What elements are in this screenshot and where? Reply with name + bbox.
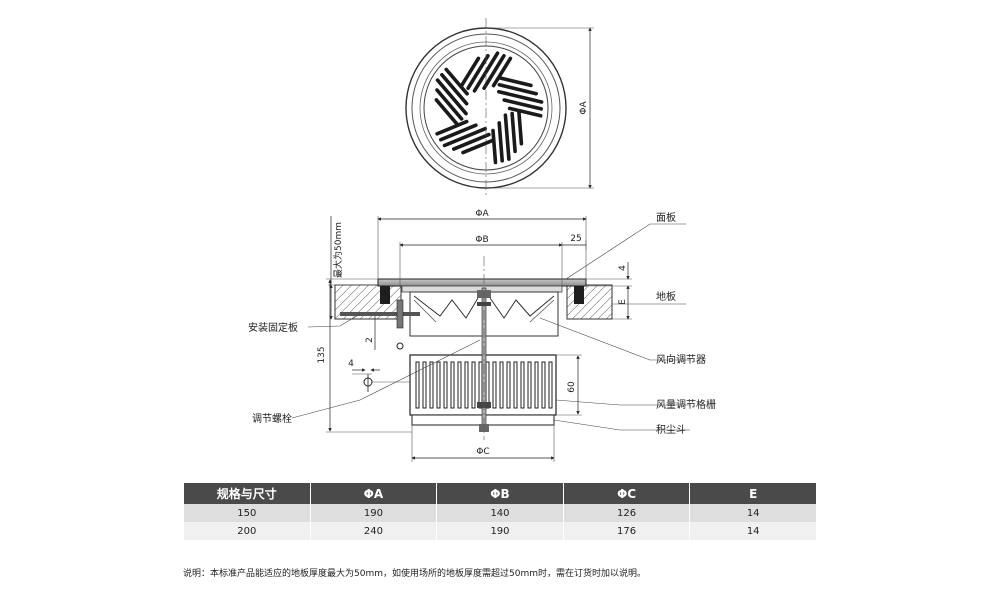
slot	[517, 110, 524, 146]
table-cell: 190	[310, 504, 437, 522]
slot	[491, 56, 513, 88]
slot	[497, 76, 533, 88]
table-cell: 176	[563, 522, 690, 540]
slot	[502, 98, 544, 111]
grille-bar	[464, 361, 469, 409]
dim-a-top-label: ΦA	[475, 209, 489, 219]
grille-bar	[429, 361, 434, 409]
grille-bar	[534, 361, 539, 409]
table-cell: 190	[437, 522, 563, 540]
dim-135-label: 135	[317, 346, 327, 363]
dim-4-right-label: 4	[618, 265, 628, 271]
slot	[482, 53, 506, 90]
grille-bar	[436, 361, 441, 409]
floor-slab-right	[566, 284, 613, 320]
grille-bar	[450, 361, 455, 409]
dim-c-label: ΦC	[476, 447, 489, 457]
grille-bar	[541, 361, 546, 409]
table-header-cell: 规格与尺寸	[184, 483, 310, 504]
mount-plate-label: 安装固定板	[248, 321, 298, 334]
slot	[435, 119, 469, 136]
swirl-slots	[434, 51, 544, 165]
table-header-cell: ΦB	[437, 483, 563, 504]
grille-bar	[499, 361, 504, 409]
table-header-cell: ΦC	[563, 483, 690, 504]
slot	[496, 89, 544, 104]
grille-bar	[506, 361, 511, 409]
table-header-cell: E	[690, 483, 816, 504]
slot	[461, 138, 495, 155]
slot	[440, 73, 469, 106]
note-text: 说明：本标准产品能适应的地板厚度最大为50mm，如使用场所的地板厚度需超过50m…	[183, 569, 646, 579]
slot	[507, 106, 543, 118]
grille-bar	[492, 361, 497, 409]
grille-bar	[527, 361, 532, 409]
slot	[497, 83, 539, 96]
panel-plate	[377, 278, 587, 287]
slot	[503, 113, 511, 161]
dim-b-label: ΦB	[475, 235, 488, 245]
dim-max-label: 最大为50mm	[332, 222, 344, 278]
dim-a-side-label: ΦA	[579, 101, 589, 115]
table-cell: 126	[563, 504, 690, 522]
slot	[491, 128, 498, 165]
screw-label: 调节螺栓	[252, 412, 292, 425]
slot	[434, 98, 460, 127]
grille-bar	[471, 361, 476, 409]
slot	[442, 126, 488, 148]
grille-bar	[478, 361, 483, 409]
table-header-cell: ΦA	[310, 483, 437, 504]
dim-4-left-label: 4	[348, 359, 354, 369]
dim-2-label: 2	[365, 337, 375, 343]
dim-e-label: E	[618, 299, 628, 305]
slot	[497, 121, 505, 163]
table-cell: 200	[184, 522, 310, 540]
panel-label: 面板	[656, 211, 676, 224]
slot	[510, 111, 517, 154]
table-cell: 140	[437, 504, 563, 522]
slot	[466, 53, 490, 90]
mount-plate	[340, 312, 420, 316]
grille-bar	[485, 361, 490, 409]
floor-label: 地板	[656, 290, 676, 303]
slot	[444, 67, 469, 96]
table-cell: 14	[690, 504, 816, 522]
slot	[435, 88, 464, 121]
slot	[459, 56, 481, 88]
dim-25-label: 25	[570, 234, 581, 244]
grille-bar	[548, 361, 553, 409]
table-cell: 14	[690, 522, 816, 540]
grille-bar	[457, 361, 462, 409]
grille-bar	[422, 361, 427, 409]
grille-bar	[443, 361, 448, 409]
table-cell: 150	[184, 504, 310, 522]
grille-bar	[520, 361, 525, 409]
dust-bucket-label: 积尘斗	[656, 424, 686, 436]
direction-adjuster-label: 风向调节器	[656, 353, 706, 366]
slot	[435, 78, 468, 116]
volume-grille-label: 风量调节格栅	[656, 398, 716, 411]
table-cell: 240	[310, 522, 437, 540]
grille-bar	[513, 361, 518, 409]
slot	[451, 132, 491, 151]
top-view: ΦA	[405, 18, 594, 196]
dim-60-label: 60	[567, 381, 577, 393]
grille-bar	[415, 361, 420, 409]
grille-bars	[415, 361, 553, 409]
slot	[438, 123, 478, 142]
section-view: 4 ΦA ΦB 25 4 E 最大为50mm 135	[248, 209, 716, 462]
